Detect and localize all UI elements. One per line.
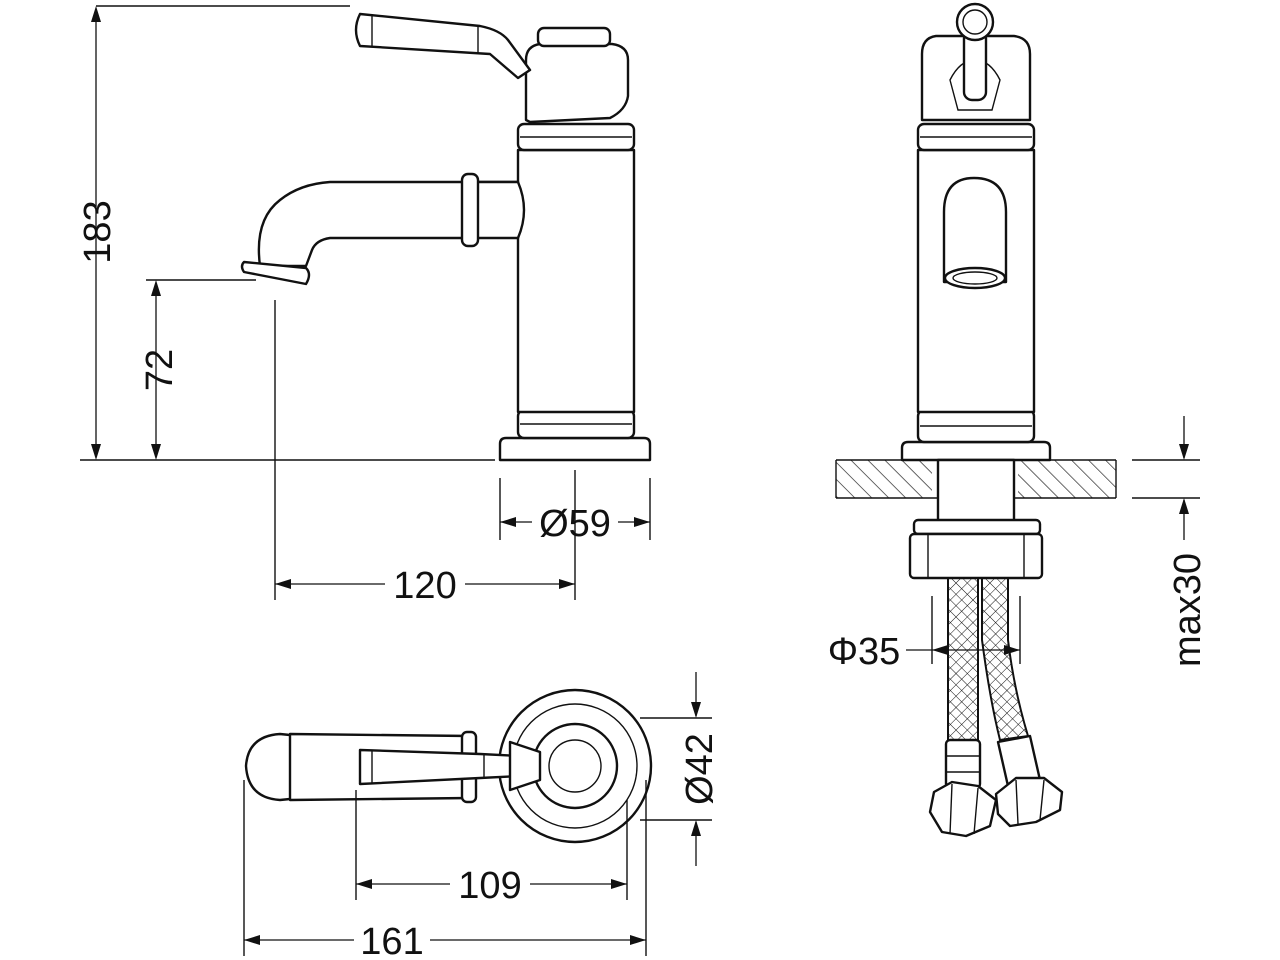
dim-max30-label: max30 — [1167, 553, 1209, 667]
front-spout — [942, 176, 1008, 284]
hex-nut-left — [928, 780, 998, 838]
dim-161-label: 161 — [360, 921, 423, 960]
hose-right — [981, 577, 1030, 742]
hex-nut-right — [994, 776, 1064, 828]
countertop-hatch-left — [836, 460, 932, 498]
dim-35-label: Φ35 — [828, 631, 901, 673]
dim-72-label: 72 — [139, 349, 181, 391]
dim-42-label: Ø42 — [679, 733, 721, 805]
hose-left-fitting — [944, 738, 982, 790]
spout-collar — [460, 172, 480, 248]
top-spout — [244, 732, 302, 802]
base-plate — [498, 436, 652, 462]
top-cap-circle — [531, 722, 619, 810]
washer — [912, 518, 1042, 536]
lock-nut — [908, 532, 1044, 580]
dim-109-label: 109 — [458, 865, 521, 907]
side-view: 183 72 Ø59 120 — [77, 5, 652, 607]
lever-handle — [354, 12, 532, 80]
spout — [257, 180, 520, 268]
arrow-up — [91, 6, 101, 22]
hose-left — [947, 577, 979, 741]
top-view: Ø42 109 161 — [243, 672, 721, 960]
cap-top — [536, 26, 612, 48]
dim-120-label: 120 — [393, 565, 456, 607]
faucet-body — [516, 148, 636, 414]
front-base-plate — [900, 440, 1052, 462]
dim-183-label: 183 — [77, 200, 119, 263]
spout-outlet — [240, 260, 311, 286]
countertop-hatch-right — [1018, 460, 1116, 498]
front-lever-knob — [955, 2, 995, 42]
shank — [936, 458, 1016, 532]
front-view: Φ35 max30 — [828, 2, 1209, 838]
cartridge-head — [524, 42, 630, 124]
spout-joint — [474, 180, 526, 240]
arrow-down — [91, 444, 101, 460]
